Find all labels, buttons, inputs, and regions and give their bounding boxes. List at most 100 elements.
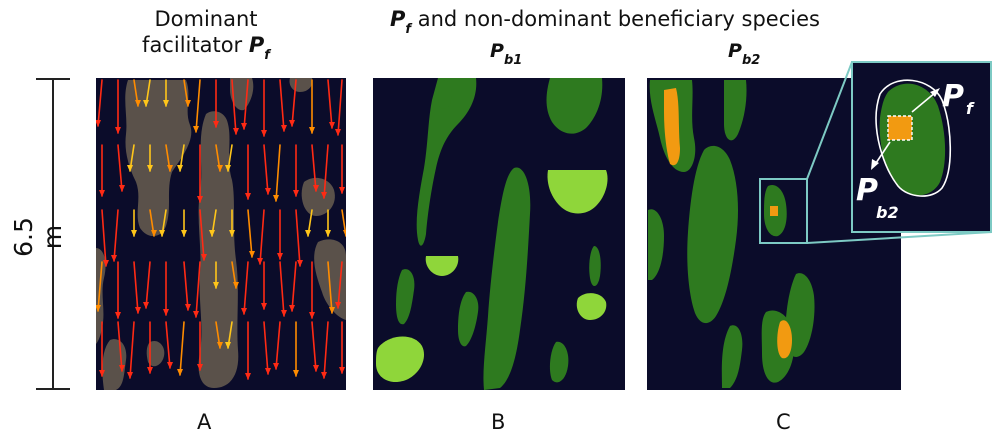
occupied-patch (576, 293, 607, 320)
flow-arrow (117, 321, 123, 372)
header-text: and non-dominant beneficiary species (411, 7, 820, 31)
flow-arrowhead (131, 230, 137, 237)
flow-arrow (145, 261, 151, 309)
panel-a-title-line1: Dominant (154, 7, 258, 31)
panel-a-title: Dominant facilitator Pf (96, 6, 316, 63)
flow-arrow (327, 261, 333, 314)
flow-arrowhead (289, 305, 295, 312)
flow-arrowhead (233, 128, 239, 135)
habitat-patch (396, 269, 415, 325)
flow-arrowhead (181, 230, 187, 237)
panel-b (373, 78, 625, 390)
flow-arrowhead (177, 165, 183, 172)
flow-arrow (337, 79, 343, 136)
flow-arrowhead (115, 312, 121, 319)
flow-arrowhead (325, 230, 331, 237)
flow-arrow (231, 79, 237, 135)
habitat-patch (458, 291, 479, 347)
flow-arrow (279, 79, 285, 132)
habitat-patch (546, 78, 603, 134)
flow-arrowhead (339, 367, 345, 374)
header-symbol-sub: f (405, 22, 412, 37)
flow-arrowhead (201, 254, 207, 261)
zoom-box (759, 178, 808, 244)
panel-a-title-line2: facilitator Pf (96, 32, 316, 63)
flow-arrowhead (151, 230, 157, 237)
flow-arrowhead (241, 123, 247, 130)
flow-arrowhead (99, 190, 105, 197)
inset-pb2-cell (888, 116, 912, 140)
flow-arrowhead (297, 260, 303, 267)
flow-arrow (263, 321, 269, 375)
scale-bar-bottom-tick (36, 388, 70, 390)
facilitator-patch (96, 248, 106, 344)
flow-arrowhead (167, 165, 173, 172)
flow-arrow (179, 321, 185, 376)
flow-arrowhead (241, 308, 247, 315)
flow-arrowhead (281, 310, 287, 317)
flow-arrowhead (159, 230, 165, 237)
flow-arrow (97, 79, 103, 127)
flow-arrow (311, 144, 317, 192)
flow-arrow (291, 261, 297, 312)
occupied-patch (770, 206, 778, 216)
flow-arrowhead (329, 307, 335, 314)
flow-arrowhead (273, 363, 279, 370)
flow-arrowhead (273, 195, 279, 202)
flow-arrow (337, 261, 343, 309)
flow-arrowhead (261, 303, 267, 310)
flow-arrowhead (163, 309, 169, 316)
flow-arrow (275, 321, 281, 370)
flow-arrowhead (313, 365, 319, 372)
panel-a-title-text: facilitator (142, 33, 243, 57)
flow-arrowhead (233, 282, 239, 289)
facilitator-patch (125, 80, 192, 237)
flow-arrowhead (289, 120, 295, 127)
flow-arrowhead (143, 302, 149, 309)
flow-arrowhead (96, 305, 101, 312)
flow-arrow (327, 79, 333, 129)
flow-arrowhead (293, 370, 299, 377)
panel-b-letter: B (491, 410, 506, 434)
flow-arrowhead (335, 302, 341, 309)
flow-arrowhead (213, 282, 219, 289)
habitat-patch (549, 341, 569, 383)
flow-arrowhead (96, 120, 101, 127)
inset-label-pb2-sub: b2 (876, 203, 899, 222)
inset-label-pf: P (942, 79, 964, 114)
flow-arrow (259, 209, 265, 265)
flow-arrowhead (265, 368, 271, 375)
pb1-occupied-patches (376, 170, 608, 383)
zoom-connector-bottom (806, 231, 992, 244)
inset-label-pf-sub: f (966, 99, 975, 118)
flow-arrow (113, 209, 119, 262)
flow-arrowhead (277, 253, 283, 260)
inset-pf-outline (875, 79, 952, 197)
inset-pf-pointer (911, 91, 937, 113)
panel-a (96, 78, 346, 390)
flow-arrow (291, 79, 297, 127)
flow-arrow (183, 261, 189, 311)
scale-bar (36, 78, 76, 392)
flow-arrowhead (143, 100, 149, 107)
occupied-patch (664, 88, 680, 166)
flow-arrowhead (245, 193, 251, 200)
flow-arrowhead (127, 372, 133, 379)
facilitator-patch (198, 111, 239, 389)
flow-arrowhead (185, 100, 191, 107)
flow-arrowhead (209, 230, 215, 237)
flow-arrowhead (167, 362, 173, 369)
flow-arrow (165, 321, 171, 369)
inset-pf-arrowhead (930, 88, 940, 97)
flow-arrowhead (305, 230, 311, 237)
panel-c-label: Pb2 (728, 40, 760, 68)
occupied-patch (376, 336, 425, 383)
flow-arrowhead (281, 125, 287, 132)
flow-arrowhead (99, 370, 105, 377)
panel-a-symbol-sub: f (264, 48, 270, 63)
flow-arrow (323, 321, 329, 379)
flow-arrowhead (135, 100, 141, 107)
flow-arrowhead (197, 196, 203, 203)
flow-arrowhead (293, 190, 299, 197)
flow-arrowhead (225, 342, 231, 349)
